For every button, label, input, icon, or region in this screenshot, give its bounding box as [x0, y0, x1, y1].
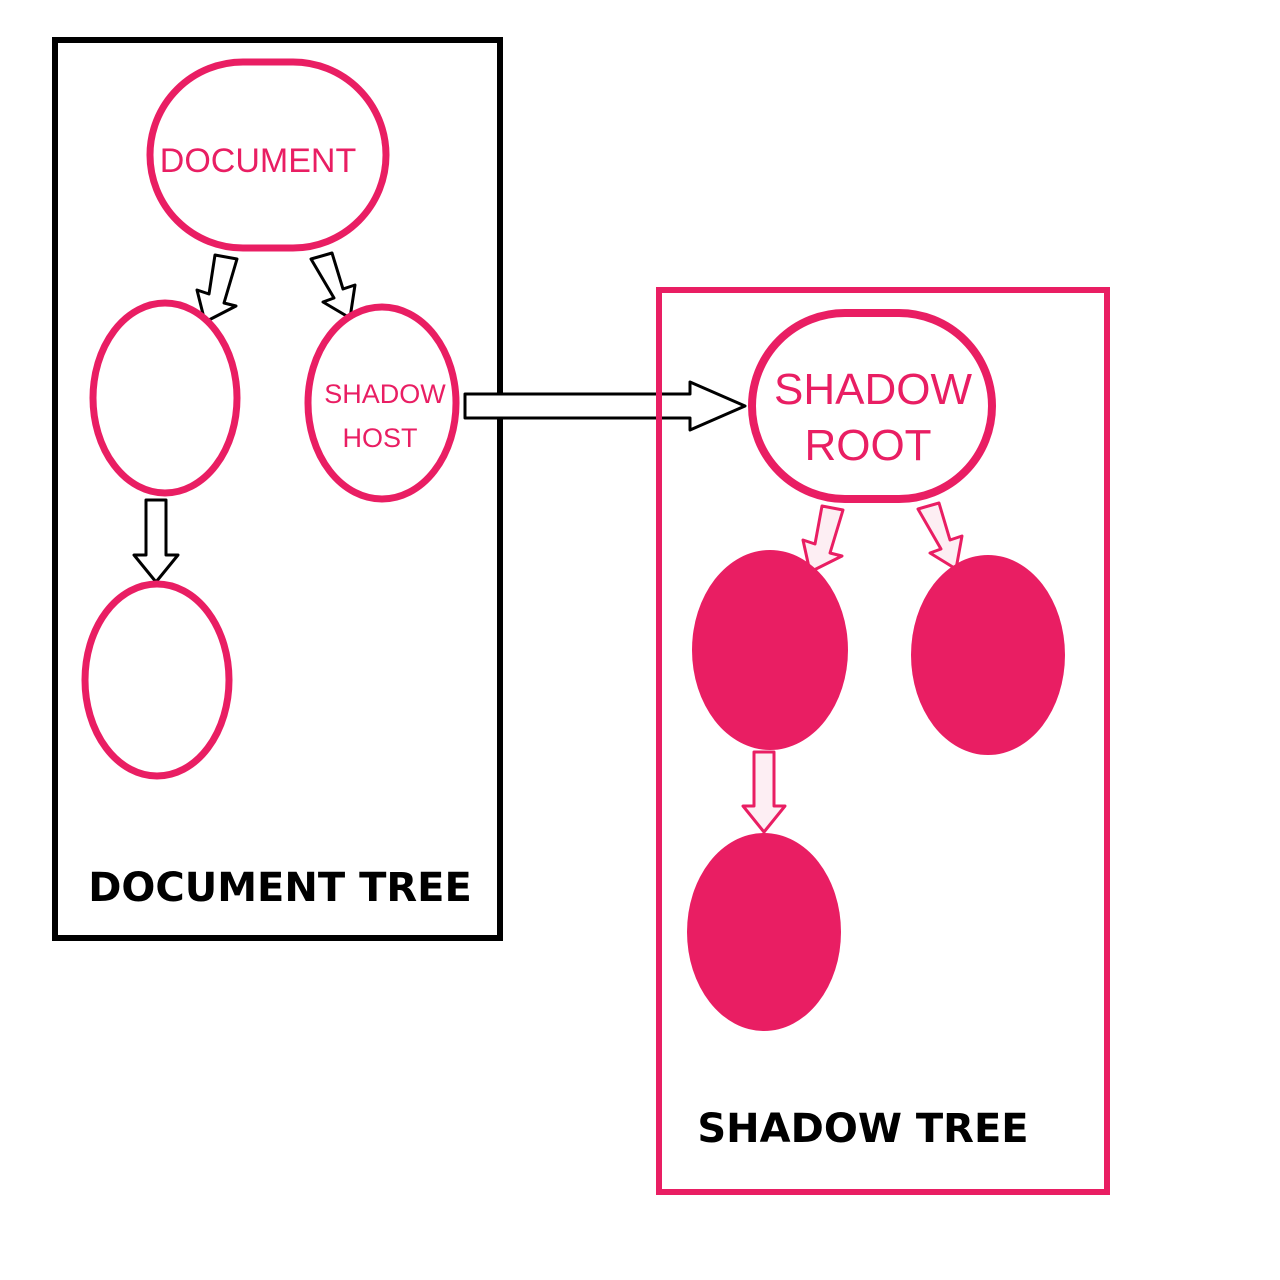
shadow-child-node [911, 555, 1065, 755]
shadow-root-to-right-child-arrow [916, 501, 964, 571]
shadow-child-node [692, 550, 848, 750]
document-grandchild-node [81, 580, 233, 780]
shadow-root-node [748, 309, 996, 503]
document-tree-caption: DOCUMENT TREE [88, 865, 472, 911]
shadow-root-label-line1: SHADOW [774, 365, 972, 414]
shadow-tree-frame [656, 287, 1110, 1195]
shadow-host-node [304, 303, 460, 503]
document-node [146, 58, 390, 252]
shadow-host-to-root-arrow [463, 380, 747, 432]
document-tree-frame [52, 37, 503, 941]
shadow-child-to-grandchild-arrow [741, 750, 787, 834]
shadow-host-label-line1: SHADOW [324, 379, 446, 409]
document-to-shadow-host-arrow [309, 251, 357, 320]
document-node-label: DOCUMENT [160, 142, 356, 180]
document-child-node [89, 299, 241, 497]
shadow-grandchild-node [687, 833, 841, 1031]
shadow-tree-caption: SHADOW TREE [697, 1106, 1028, 1152]
shadow-host-label-line2: HOST [342, 423, 417, 453]
shadow-root-to-left-child-arrow [801, 504, 845, 574]
document-to-left-child-arrow [195, 253, 239, 324]
shadow-root-label-line2: ROOT [804, 421, 931, 470]
document-child-to-grandchild-arrow [132, 498, 180, 584]
